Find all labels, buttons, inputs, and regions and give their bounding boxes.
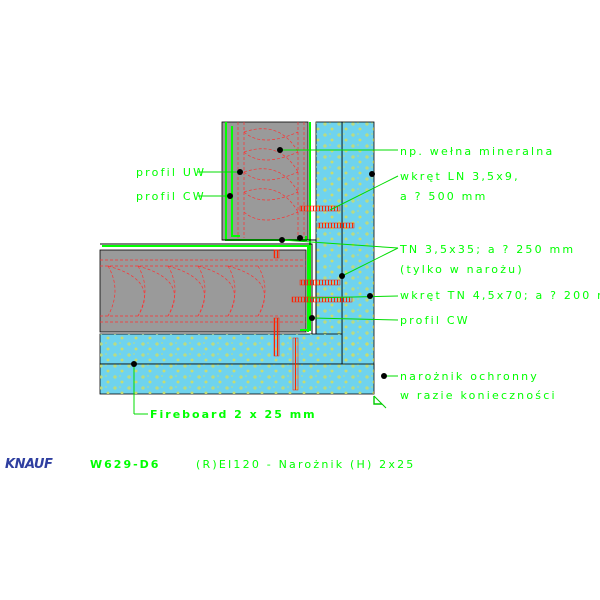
labels: np. wełna mineralna wkręt LN 3,5x9, a ? … [136,145,600,421]
label-profil-uw: profil UW [136,166,206,179]
knauf-logo-text: KNAUF [5,457,53,472]
vertical-insulation [221,121,309,241]
label-profil-cw-right: profil CW [400,314,470,327]
label-profil-cw-left: profil CW [136,190,206,203]
horizontal-insulation [99,249,307,333]
label-tn35-note: (tylko w narożu) [400,263,524,276]
screw-tn35 [299,279,341,286]
screw-vertical-2 [292,337,299,391]
profile-cw-corner [300,232,311,331]
title-block: KNAUF W629-D6 (R)EI120 - Narożnik (H) 2x… [4,452,415,472]
vertical-insulation-hatch [237,122,305,238]
screw-tn45 [291,296,353,303]
label-fireboard: Fireboard 2 x 25 mm [150,408,317,421]
label-corner: narożnik ochronny [400,370,539,383]
knauf-logo: KNAUF [4,452,54,472]
leader-dots [131,147,387,379]
horizontal-insulation-hatch [100,259,306,323]
screw-top-head [273,249,280,259]
screw-ln-2 [317,222,355,229]
drawing-title: (R)EI120 - Narożnik (H) 2x25 [196,458,415,471]
label-screw-ln: wkręt LN 3,5x9, [400,170,520,183]
screw-vertical-1 [273,317,280,357]
label-wool: np. wełna mineralna [400,145,554,158]
label-tn45: wkręt TN 4,5x70; a ? 200 mm [400,289,600,302]
horizontal-wall [99,249,375,395]
label-screw-ln-spacing: a ? 500 mm [400,190,488,203]
corner-protector [373,396,382,405]
leader-lines [133,149,399,415]
profile-cw-vertical [231,126,240,237]
label-tn35: TN 3,5x35; a ? 250 mm [399,243,575,256]
label-corner-note: w razie konieczności [400,389,557,402]
drawing-code: W629-D6 [90,458,160,471]
screw-ln-1 [299,205,341,212]
black-profile-outlines [100,239,317,334]
screws [273,205,355,391]
profile-cw-horizontal [102,245,309,332]
